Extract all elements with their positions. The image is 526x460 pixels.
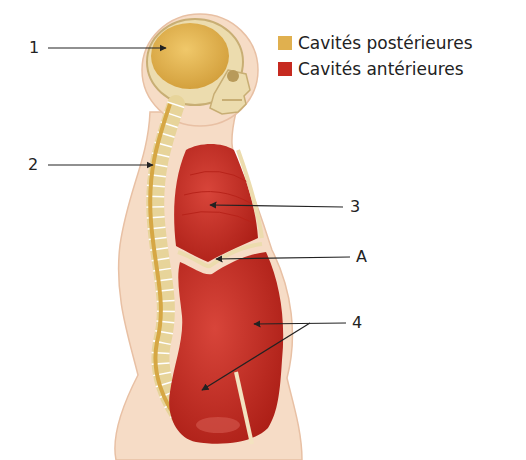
- face-bones: [210, 70, 250, 114]
- eye-socket: [227, 70, 239, 82]
- callout-number: 2: [28, 156, 38, 174]
- pelvic-brim: [236, 372, 252, 444]
- thoracic-cavity: [174, 144, 258, 262]
- cranial-cavity: [151, 23, 229, 89]
- leader-line: [48, 164, 153, 165]
- legend-swatch: [278, 62, 292, 76]
- leader-line: [216, 257, 350, 259]
- leader-line: [254, 323, 346, 324]
- legend-text: Cavités antérieures: [298, 59, 464, 79]
- callout-number: 1: [29, 39, 39, 57]
- leader-line: [48, 47, 166, 48]
- body-silhouette: [115, 112, 302, 460]
- callout-number: 3: [350, 198, 360, 216]
- callout-number: A: [356, 248, 367, 266]
- callout-number: 4: [352, 314, 362, 332]
- leader-lines: [48, 48, 350, 390]
- ribs: [182, 171, 256, 224]
- head-silhouette: [142, 14, 258, 126]
- sternum: [238, 150, 262, 238]
- leader-line: [202, 323, 310, 390]
- abdominopelvic-cavity: [169, 252, 283, 444]
- legend-swatch: [278, 36, 292, 50]
- leader-line: [210, 205, 343, 207]
- legend-text: Cavités postérieures: [298, 33, 473, 53]
- teeth: [222, 99, 242, 101]
- bladder: [196, 417, 240, 433]
